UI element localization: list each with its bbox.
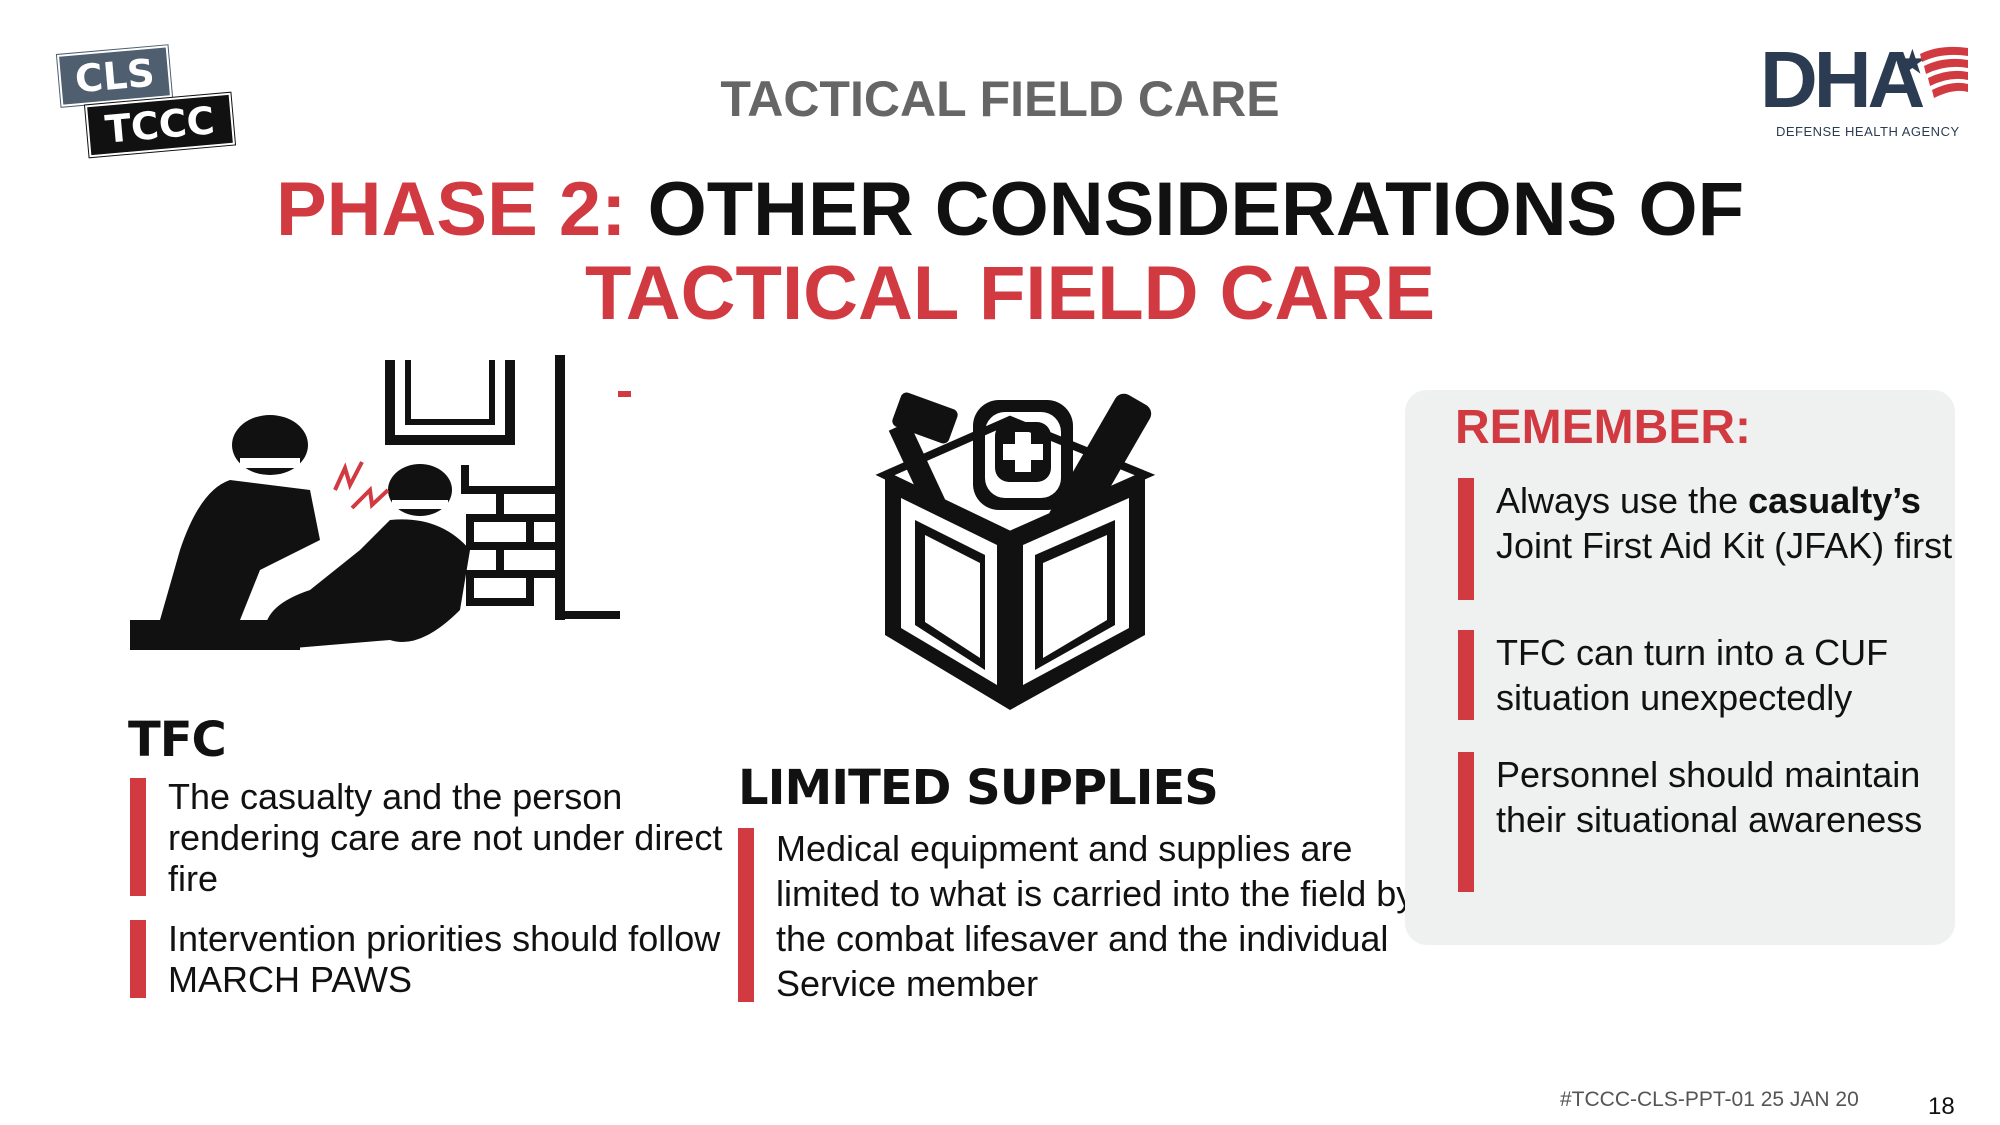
supplies-heading: LIMITED SUPPLIES [738,760,1219,816]
remember-bullet-1-text: Always use the casualty’s Joint First Ai… [1496,478,1976,568]
main-title-line1-text: OTHER CONSIDERATIONS OF [647,167,1745,252]
bullet-bar [738,828,754,1002]
flag-stripes-icon [1900,46,1968,98]
remember-bullet-1-bold: casualty’s [1748,480,1921,521]
remember-bullet-3-text: Personnel should maintain their situatio… [1496,754,1923,840]
remember-title: REMEMBER: [1455,401,1751,454]
remember-bullet-2: TFC can turn into a CUF situation unexpe… [1458,630,1976,720]
remember-panel [1405,390,1955,945]
bullet-bar [130,920,146,998]
tfc-heading: TFC [128,712,227,768]
main-title: PHASE 2: OTHER CONSIDERATIONS OF TACTICA… [0,168,2000,336]
remember-bullet-1: Always use the casualty’s Joint First Ai… [1458,478,1976,608]
bullet-bar [1458,478,1474,600]
header-title: TACTICAL FIELD CARE [720,71,1280,127]
bullet-bar [1458,752,1474,892]
remember-bullet-3: Personnel should maintain their situatio… [1458,752,1976,892]
remember-bullet-1-post: Joint First Aid Kit (JFAK) first [1496,525,1953,566]
tfc-bullet-2-text: Intervention priorities should follow MA… [168,918,721,1000]
phase-label: PHASE 2: [275,167,627,252]
tfc-bullet-2: Intervention priorities should follow MA… [130,918,728,1000]
dha-logo: DHA DEFENSE HEALTH AGENCY [1760,40,1975,145]
remember-bullet-1-pre: Always use the [1496,480,1739,521]
soldier-aid-illustration [130,355,631,650]
supplies-bullet: Medical equipment and supplies are limit… [738,826,1416,1004]
dha-subtitle: DEFENSE HEALTH AGENCY [1776,124,1960,139]
tfc-bullet-1-text: The casualty and the person rendering ca… [168,776,723,899]
footer-code: #TCCC-CLS-PPT-01 25 JAN 20 [1560,1088,1859,1111]
medical-kit-icon [875,392,1156,710]
main-title-line1: PHASE 2: OTHER CONSIDERATIONS OF [0,168,2000,252]
tfc-bullet-1: The casualty and the person rendering ca… [130,776,728,899]
dha-logo-letters: DHA [1760,35,1925,124]
main-title-line2: TACTICAL FIELD CARE [584,251,1436,336]
bullet-bar [1458,630,1474,720]
bullet-bar [130,778,146,896]
supplies-bullet-text: Medical equipment and supplies are limit… [776,828,1415,1004]
page-number: 18 [1928,1093,1955,1120]
remember-bullet-2-text: TFC can turn into a CUF situation unexpe… [1496,632,1889,718]
